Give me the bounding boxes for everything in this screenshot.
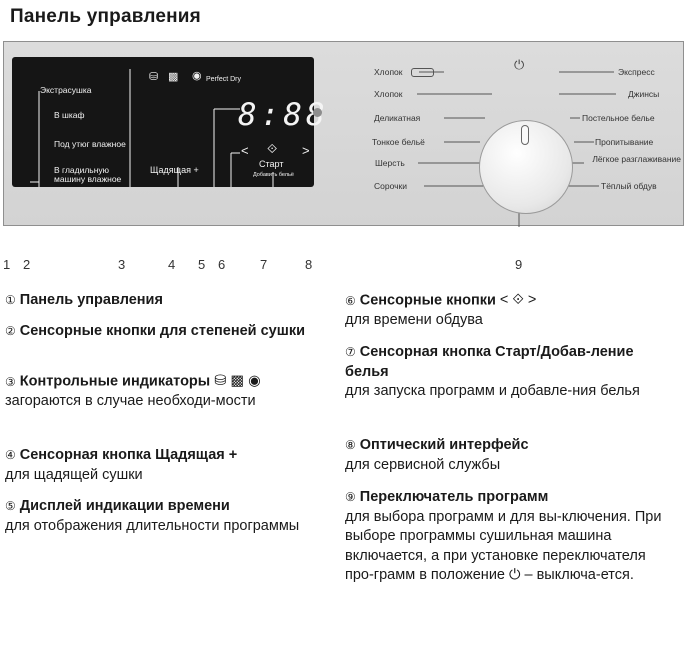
indicator-icons: ⛁ ▩ ◉ xyxy=(214,373,261,389)
program-express: Экспресс xyxy=(618,67,655,77)
perfect-dry-label: Perfect Dry xyxy=(206,76,242,83)
start-button[interactable]: Старт xyxy=(259,159,284,169)
program-wool: Шерсть xyxy=(375,158,405,168)
perfect-dry-icon: ◉ xyxy=(192,70,202,82)
container-indicator-icon: ▩ xyxy=(168,71,179,83)
callout-9: 9 xyxy=(515,257,523,272)
program-easy-iron: Лёгкое разглаживание xyxy=(592,154,681,164)
program-cotton: Хлопок xyxy=(374,89,403,99)
program-lines xyxy=(417,71,616,227)
blow-time-icons: < ⟐ > xyxy=(499,292,537,308)
callout-4: 4 xyxy=(168,257,176,272)
display-panel: Экстрасушка В шкаф Под утюг влажное В гл… xyxy=(12,57,325,187)
extra-dry-button[interactable]: Экстрасушка xyxy=(40,85,92,95)
program-fine-linen: Тонкое бельё xyxy=(372,137,425,147)
iron-damp-button[interactable]: Под утюг влажное xyxy=(54,139,126,149)
callout-1: 1 xyxy=(3,257,11,272)
power-icon: ⏻ xyxy=(514,57,525,72)
mangle-damp-button[interactable]: В гладильную машину влажное xyxy=(54,165,122,184)
time-decrease-icon[interactable]: < xyxy=(241,143,249,158)
eco-icon xyxy=(411,68,434,77)
cupboard-dry-button[interactable]: В шкаф xyxy=(54,110,85,120)
gentle-plus-button[interactable]: Щадящая + xyxy=(150,165,199,175)
time-increase-icon[interactable]: > xyxy=(302,143,310,158)
time-set-icon[interactable]: ⟐ xyxy=(267,141,278,156)
program-shirts: Сорочки xyxy=(374,181,408,191)
callout-5: 5 xyxy=(198,257,206,272)
program-delicate: Деликатная xyxy=(374,113,421,123)
program-bedding: Постельное белье xyxy=(582,113,655,123)
callout-7: 7 xyxy=(260,257,268,272)
callout-2: 2 xyxy=(23,257,31,272)
start-sub-label: Добавить бельё xyxy=(253,172,294,178)
optical-interface-icon xyxy=(313,108,322,117)
filter-indicator-icon: ⛁ xyxy=(149,71,159,83)
control-panel: Экстрасушка В шкаф Под утюг влажное В гл… xyxy=(3,41,684,227)
knob-pointer xyxy=(521,125,529,145)
program-cotton-eco: Хлопок xyxy=(374,67,403,77)
callout-3: 3 xyxy=(118,257,126,272)
program-selector-knob[interactable] xyxy=(479,120,573,214)
callout-6: 6 xyxy=(218,257,226,272)
callout-8: 8 xyxy=(305,257,313,272)
program-warm-air: Тёплый обдув xyxy=(601,181,657,191)
program-impregnation: Пропитывание xyxy=(595,137,654,147)
program-jeans: Джинсы xyxy=(628,89,660,99)
display-lines xyxy=(30,69,274,187)
page-title: Панель управления xyxy=(10,6,201,27)
time-display: 8:88 xyxy=(238,97,329,133)
